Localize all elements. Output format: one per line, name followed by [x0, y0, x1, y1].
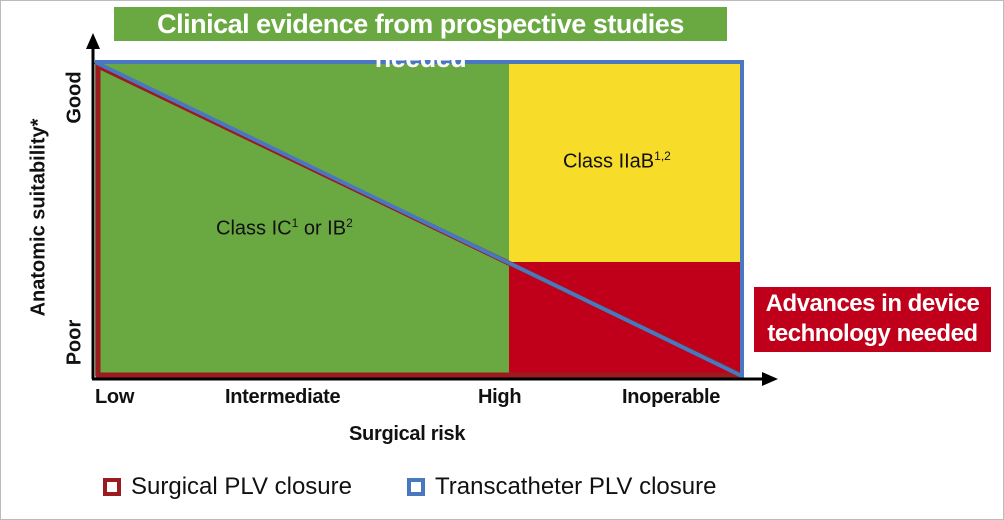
legend-label-transcatheter: Transcatheter PLV closure	[435, 473, 717, 500]
x-axis-title: Surgical risk	[349, 423, 466, 445]
legend-swatch-surgical	[103, 478, 121, 496]
x-tick-intermediate: Intermediate	[225, 386, 341, 408]
yellow-region	[509, 62, 742, 262]
yellow-region-label: Class IIaB1,2	[563, 149, 671, 173]
legend-swatch-transcatheter	[407, 478, 425, 496]
y-tick-good: Good	[63, 71, 86, 124]
legend-surgical: Surgical PLV closure	[103, 473, 352, 501]
banner-line-2: technology needed	[767, 320, 978, 347]
x-axis-arrow	[762, 372, 778, 386]
y-tick-poor: Poor	[63, 319, 86, 366]
green-region	[95, 62, 509, 376]
x-tick-low: Low	[95, 386, 135, 408]
banner-line-1: Advances in device	[765, 290, 980, 317]
legend-transcatheter: Transcatheter PLV closure	[407, 473, 716, 501]
x-tick-inoperable: Inoperable	[622, 386, 721, 408]
transcatheter-closure-outline	[94, 60, 744, 380]
x-tick-high: High	[478, 386, 522, 408]
legend-label-surgical: Surgical PLV closure	[131, 473, 352, 500]
green-region-label: Class IC1 or IB2	[216, 216, 353, 240]
y-axis-arrow	[86, 33, 100, 49]
y-axis-title: Anatomic suitability*	[27, 118, 50, 317]
banner-device-technology: Advances in device technology needed	[754, 287, 991, 352]
banner-clinical-evidence: Clinical evidence from prospective studi…	[114, 7, 727, 73]
